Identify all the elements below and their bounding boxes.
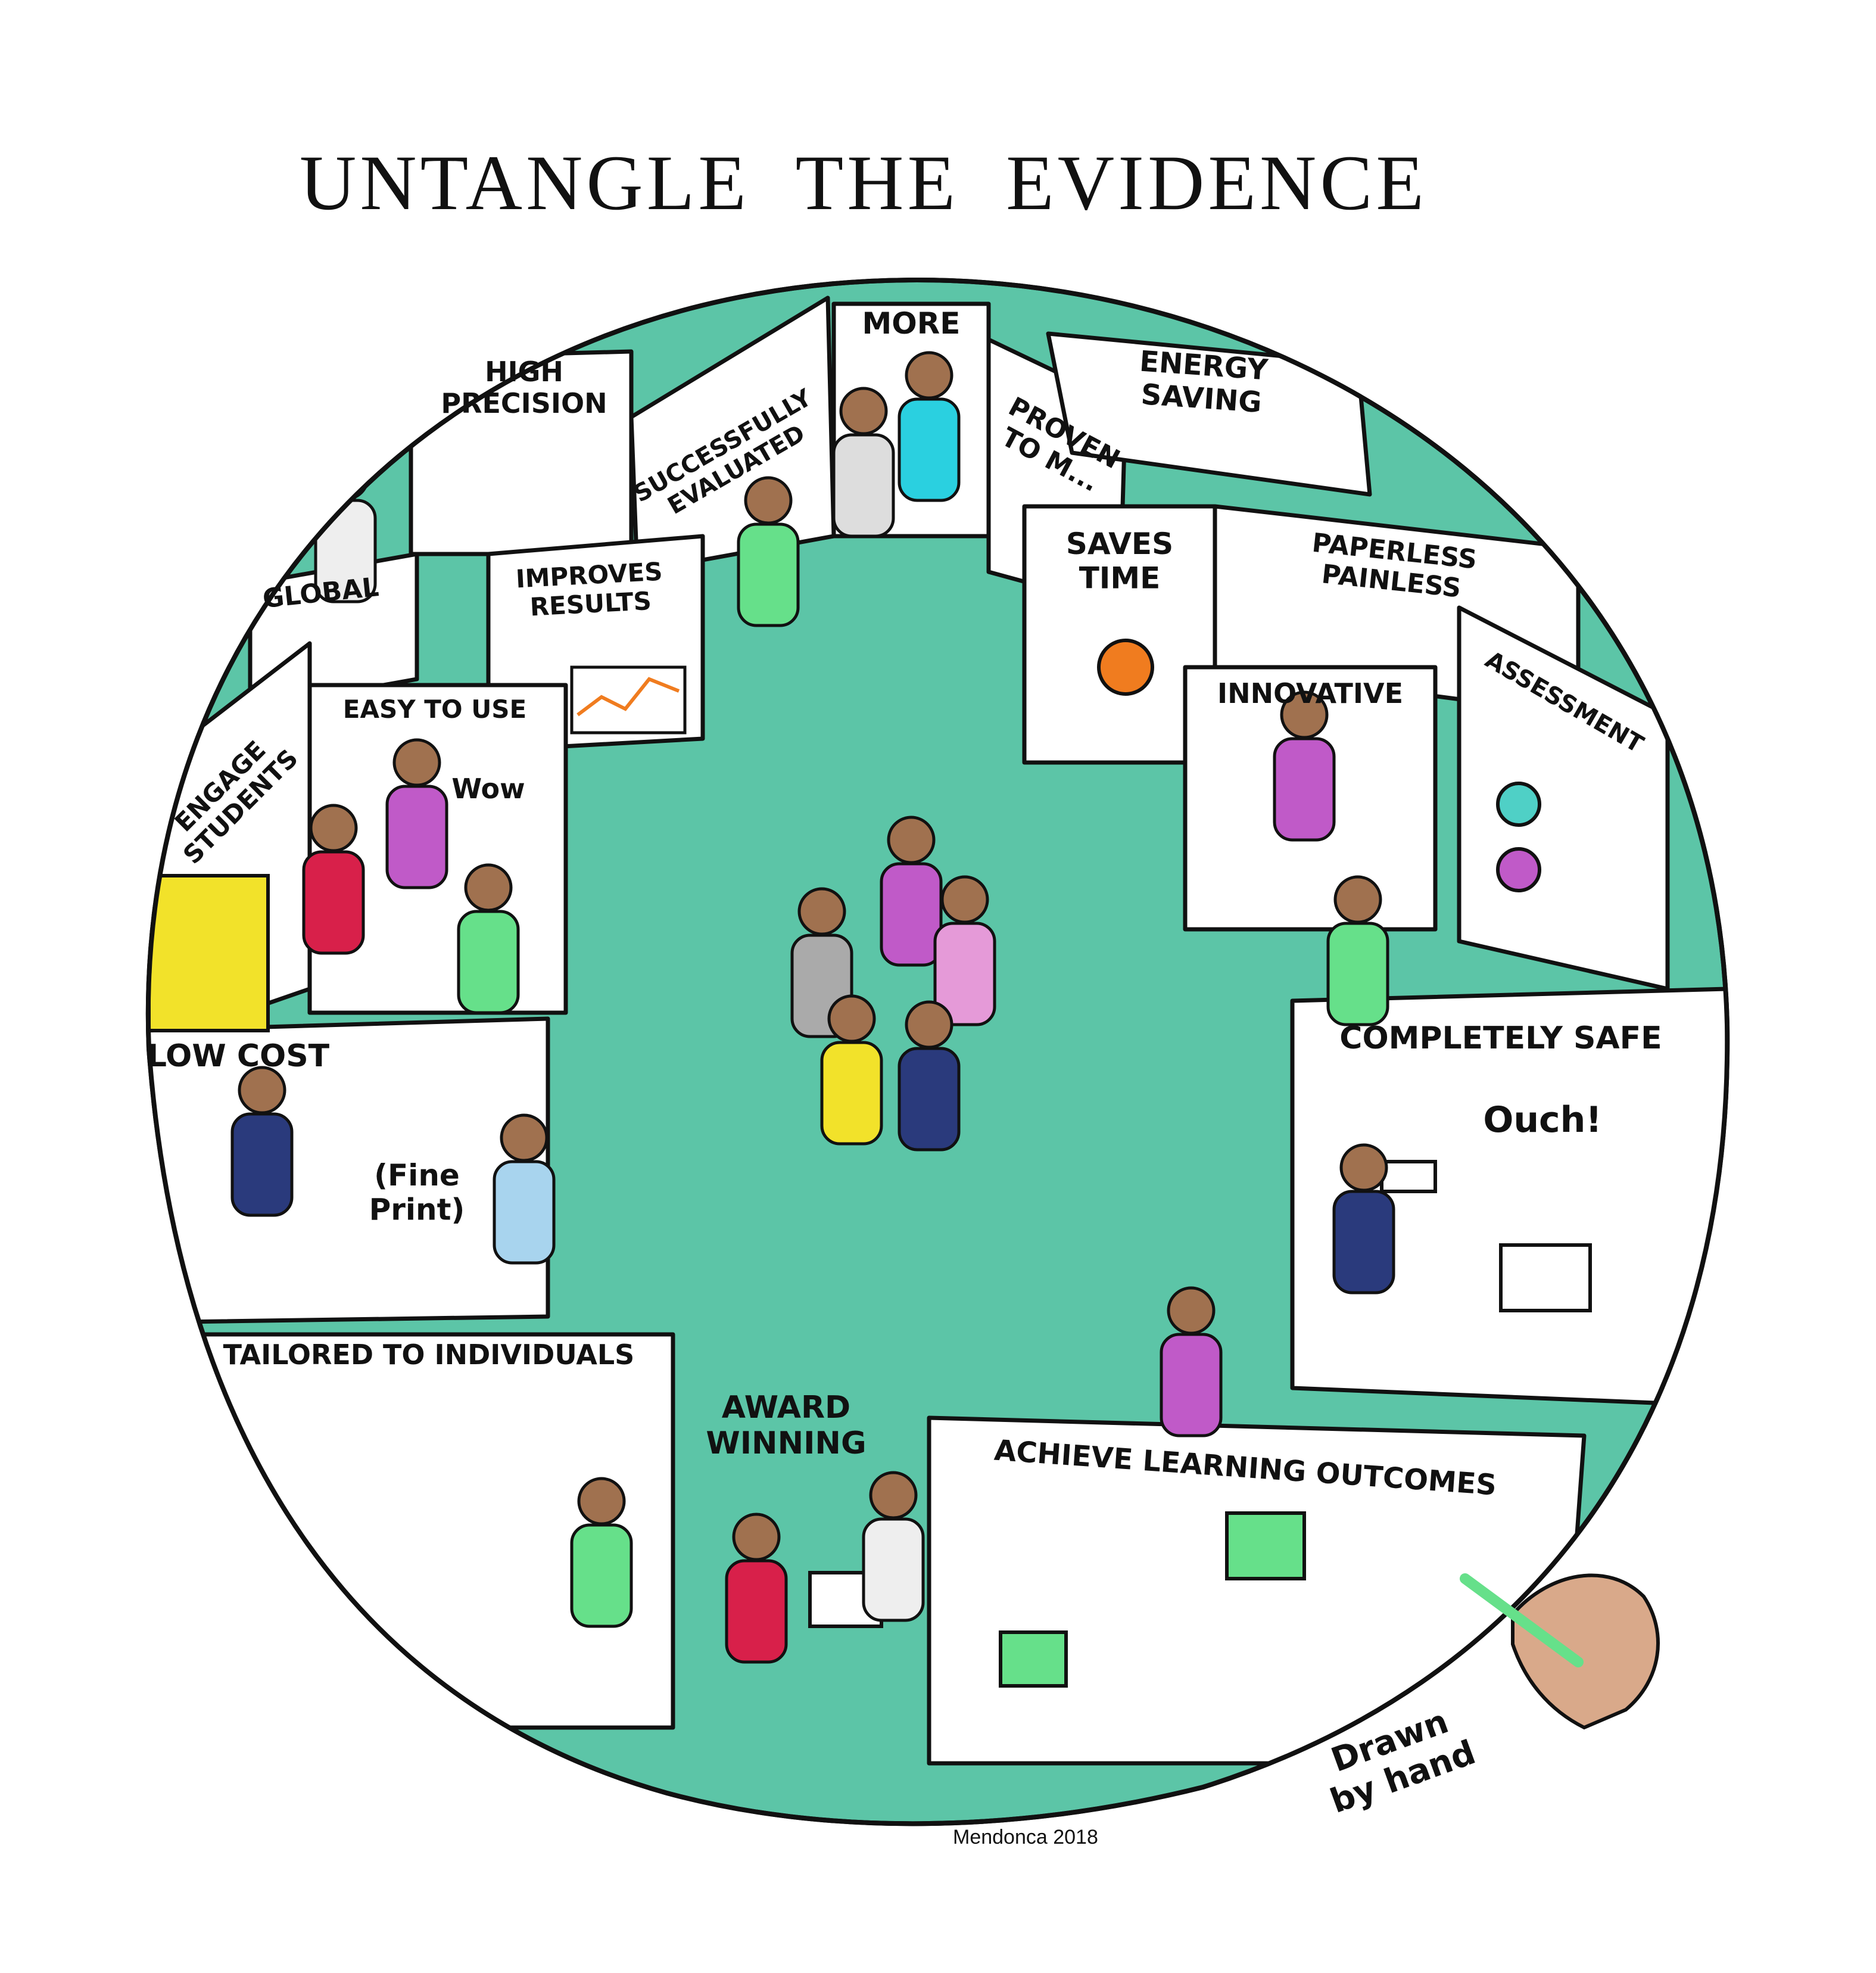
easy-to-use-label: EASY TO USE bbox=[343, 695, 527, 724]
person-figure bbox=[820, 994, 883, 1146]
person-figure bbox=[1273, 690, 1336, 842]
person-figure bbox=[898, 351, 961, 502]
person-figure bbox=[493, 1113, 556, 1265]
person-figure bbox=[725, 1513, 788, 1664]
person-figure bbox=[832, 387, 895, 538]
person-figure bbox=[933, 875, 996, 1026]
line-chart-line bbox=[576, 677, 680, 717]
line-chart-icon bbox=[570, 665, 687, 735]
yellow-kiosk bbox=[148, 874, 270, 1032]
headphones-icon bbox=[1496, 782, 1541, 827]
person-figure bbox=[880, 816, 943, 967]
innovative-label: INNOVATIVE bbox=[1217, 677, 1403, 709]
green-display-icon bbox=[1225, 1511, 1306, 1580]
person-figure bbox=[302, 804, 365, 955]
wow-label: Wow bbox=[451, 773, 525, 805]
booth-energy-saving bbox=[1046, 331, 1372, 497]
person-figure bbox=[230, 1066, 294, 1217]
paperless-painless-label: PAPERLESSPAINLESS bbox=[1307, 528, 1478, 605]
more-label: MORE bbox=[862, 306, 961, 341]
people bbox=[230, 351, 1395, 1664]
low-cost-label: LOW COST bbox=[147, 1038, 330, 1074]
headphones-icon bbox=[1496, 847, 1541, 892]
pen-hand-icon bbox=[1460, 1573, 1660, 1730]
energy-saving-label: ENERGYSAVING bbox=[1136, 345, 1270, 420]
tailored-label: TAILORED TO INDIVIDUALS bbox=[223, 1339, 635, 1371]
monitor-icon bbox=[1499, 1243, 1592, 1312]
vr-headset-icon bbox=[1380, 1160, 1437, 1193]
person-figure bbox=[457, 863, 520, 1014]
circle-outline bbox=[145, 277, 1730, 1826]
person-figure bbox=[898, 1000, 961, 1152]
ouch-label: Ouch! bbox=[1483, 1099, 1601, 1141]
camera-icon bbox=[999, 1630, 1068, 1688]
person-figure bbox=[1160, 1286, 1223, 1437]
person-figure bbox=[1332, 1143, 1395, 1294]
improves-results-label: IMPROVESRESULTS bbox=[515, 557, 665, 623]
completely-safe-label: COMPLETELY SAFE bbox=[1339, 1020, 1662, 1056]
person-figure bbox=[862, 1471, 925, 1622]
person-figure bbox=[385, 738, 448, 889]
person-figure bbox=[570, 1477, 633, 1628]
clock-icon bbox=[1097, 639, 1154, 696]
person-figure bbox=[737, 476, 800, 627]
page-title: UNTANGLE THE EVIDENCE bbox=[299, 139, 1428, 226]
person-figure bbox=[1326, 875, 1389, 1026]
artist-signature: Mendonca 2018 bbox=[953, 1826, 1098, 1848]
